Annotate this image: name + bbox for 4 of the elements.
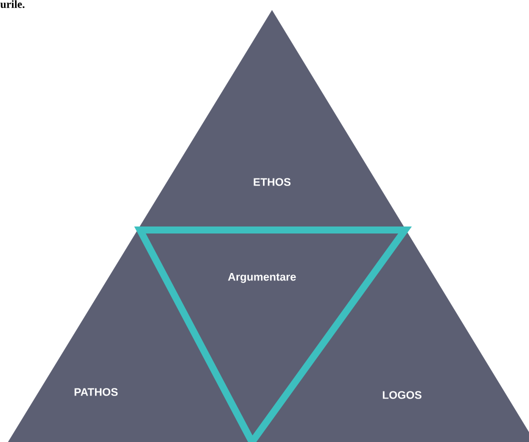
section-label: ETHOS [254, 178, 291, 186]
section-label: PATHOS [74, 388, 118, 396]
cut-text: urile. [0, 0, 24, 8]
section-label: LOGOS [382, 391, 422, 399]
